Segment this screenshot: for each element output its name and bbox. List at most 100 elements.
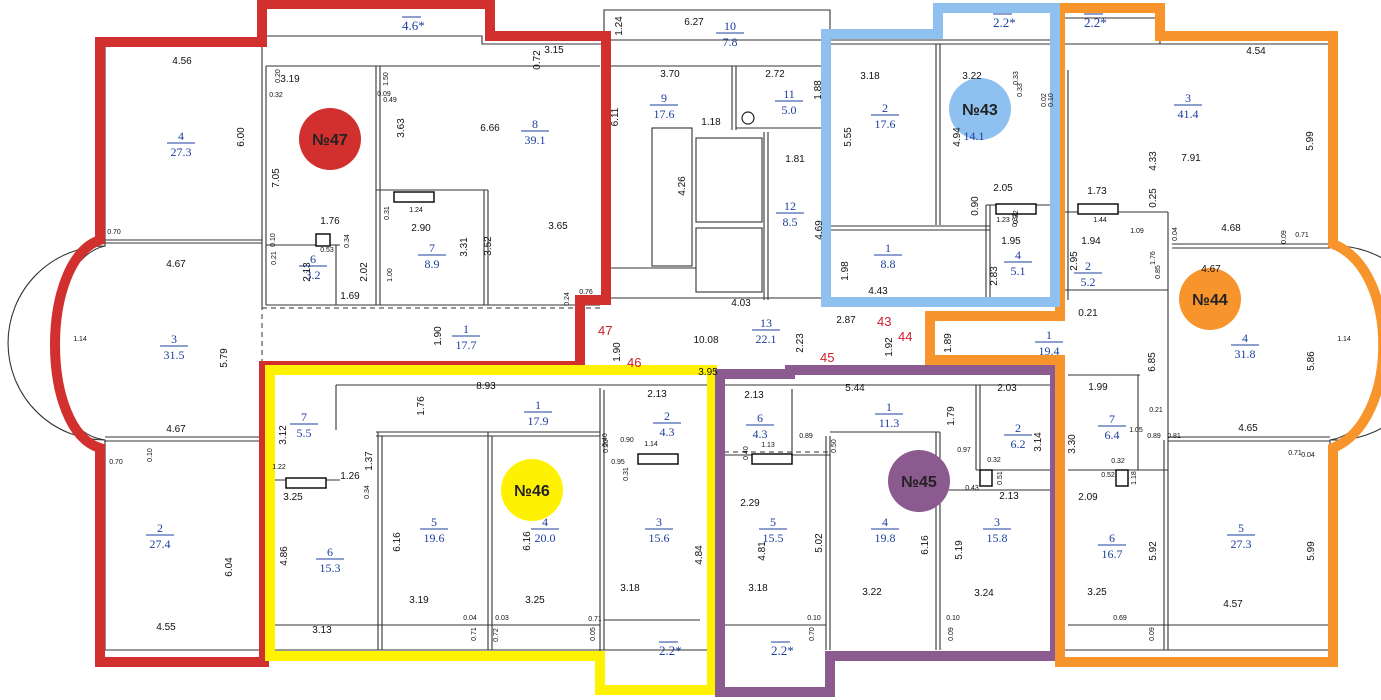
dimension-label: 8.93 (476, 381, 496, 392)
balcony-area: 2.2* (659, 643, 682, 658)
dimension-label: 5.55 (843, 127, 854, 147)
vent-duct-icon (979, 469, 993, 487)
room-number: 9 (661, 91, 667, 105)
room-number: 7 (1109, 412, 1115, 426)
dimension-label: 3.19 (409, 595, 429, 606)
dimension-label: 0.76 (579, 289, 593, 296)
room-label: 117.9 (524, 398, 552, 428)
balcony-labels: 4.6* 2.2* 2.2* 2.2* 2.2* (402, 13, 1107, 658)
apt-number: 43 (877, 314, 891, 329)
room-number: 1 (1046, 328, 1052, 342)
dimension-label: 1.81 (785, 154, 805, 165)
dimension-label: 7.91 (1181, 153, 1201, 164)
room-area: 17.9 (528, 414, 549, 428)
dimension-label: 1.23 (996, 217, 1010, 224)
dimension-label: 1.24 (409, 207, 423, 214)
dimension-label: 0.52 (1101, 472, 1115, 479)
room-label: 427.3 (167, 129, 195, 159)
room-label: 14.1 (964, 129, 985, 143)
dimension-label: 6.16 (920, 535, 931, 555)
dimension-label: 0.70 (107, 229, 121, 236)
room-area: 6.2 (1011, 437, 1026, 451)
room-area: 19.6 (424, 531, 445, 545)
room-number: 3 (171, 332, 177, 346)
room-label: 24.3 (653, 409, 681, 439)
dimension-label: 1.99 (1088, 382, 1108, 393)
room-number: 8 (532, 117, 538, 131)
dimension-label: 2.13 (302, 262, 313, 282)
dimension-label: 0.32 (1013, 210, 1020, 224)
vent-duct-icon (1115, 469, 1129, 487)
dimension-label: 0.81 (1167, 433, 1181, 440)
dimension-label: 2.72 (765, 69, 785, 80)
room-number: 2 (664, 409, 670, 423)
dimension-label: 0.50 (831, 439, 838, 453)
room-number: 7 (301, 410, 307, 424)
dimension-label: 0.85 (1155, 265, 1162, 279)
room-number: 5 (431, 515, 437, 529)
room-label: 917.6 (650, 91, 678, 121)
room-area: 5.0 (782, 103, 797, 117)
dimension-label: 3.25 (1087, 587, 1107, 598)
dimension-label: 0.95 (611, 459, 625, 466)
staircase (651, 127, 693, 267)
badge-circle (888, 450, 950, 512)
vent-duct-icon (1077, 203, 1119, 215)
dimension-label: 4.67 (166, 259, 186, 270)
dimension-label: 0.02 (1041, 93, 1048, 107)
room-number: 3 (656, 515, 662, 529)
room-label: 331.5 (160, 332, 188, 362)
room-label: 315.8 (983, 515, 1011, 545)
dimension-label: 0.05 (590, 627, 597, 641)
dimension-label: 0.09 (948, 627, 955, 641)
dimension-label: 0.69 (1113, 615, 1127, 622)
dimension-label: 3.18 (620, 583, 640, 594)
room-number: 14.1 (964, 129, 985, 143)
dimension-label: 2.05 (993, 183, 1013, 194)
dimension-label: 5.92 (1148, 541, 1159, 561)
dimension-label: 3.18 (748, 583, 768, 594)
room-area: 4.3 (660, 425, 675, 439)
room-label: 45.1 (1004, 248, 1032, 278)
room-label: 527.3 (1227, 521, 1255, 551)
dimension-label: 3.70 (660, 69, 680, 80)
dimension-label: 1.89 (943, 333, 954, 353)
dimension-label: 10.08 (693, 335, 718, 346)
vent-duct-icon (393, 191, 435, 203)
dimension-label: 0.21 (271, 251, 278, 265)
room-label: 616.7 (1098, 531, 1126, 561)
dimension-label: 3.65 (548, 221, 568, 232)
room-area: 5.5 (297, 426, 312, 440)
dimension-label: 0.20 (603, 439, 610, 453)
dimension-label: 4.65 (1238, 423, 1258, 434)
dimension-label: 0.04 (1172, 227, 1179, 241)
dimension-label: 0.43 (965, 485, 979, 492)
badge-label: №43 (962, 102, 998, 119)
dimension-label: 0.32 (269, 92, 283, 99)
dimension-label: 1.24 (614, 16, 625, 36)
dimension-label: 2.09 (1078, 492, 1098, 503)
apt-44-outline (925, 3, 1381, 667)
room-number: 4 (882, 515, 888, 529)
dimension-label: 0.71 (471, 627, 478, 641)
room-area: 3.2 (306, 268, 321, 282)
dimension-label: 1.05 (1129, 427, 1143, 434)
badge-apt-46: №46 (501, 459, 563, 521)
room-area: 15.8 (987, 531, 1008, 545)
room-area: 41.4 (1178, 107, 1199, 121)
room-area: 27.3 (171, 145, 192, 159)
apartment-numbers: 47 46 45 44 43 (598, 314, 912, 370)
vent-duct-icon (995, 203, 1037, 215)
dimension-label: 2.02 (359, 262, 370, 282)
dimension-label: 2.13 (999, 491, 1019, 502)
room-label: 78.9 (418, 241, 446, 271)
room-number: 1 (885, 241, 891, 255)
room-label: 26.2 (1004, 421, 1032, 451)
room-number: 6 (757, 411, 763, 425)
dimension-label: 2.03 (997, 383, 1017, 394)
balcony-label: 2.2* (771, 641, 794, 658)
room-label: 419.8 (871, 515, 899, 545)
room-label: 431.8 (1231, 331, 1259, 361)
apt-number: 45 (820, 350, 834, 365)
